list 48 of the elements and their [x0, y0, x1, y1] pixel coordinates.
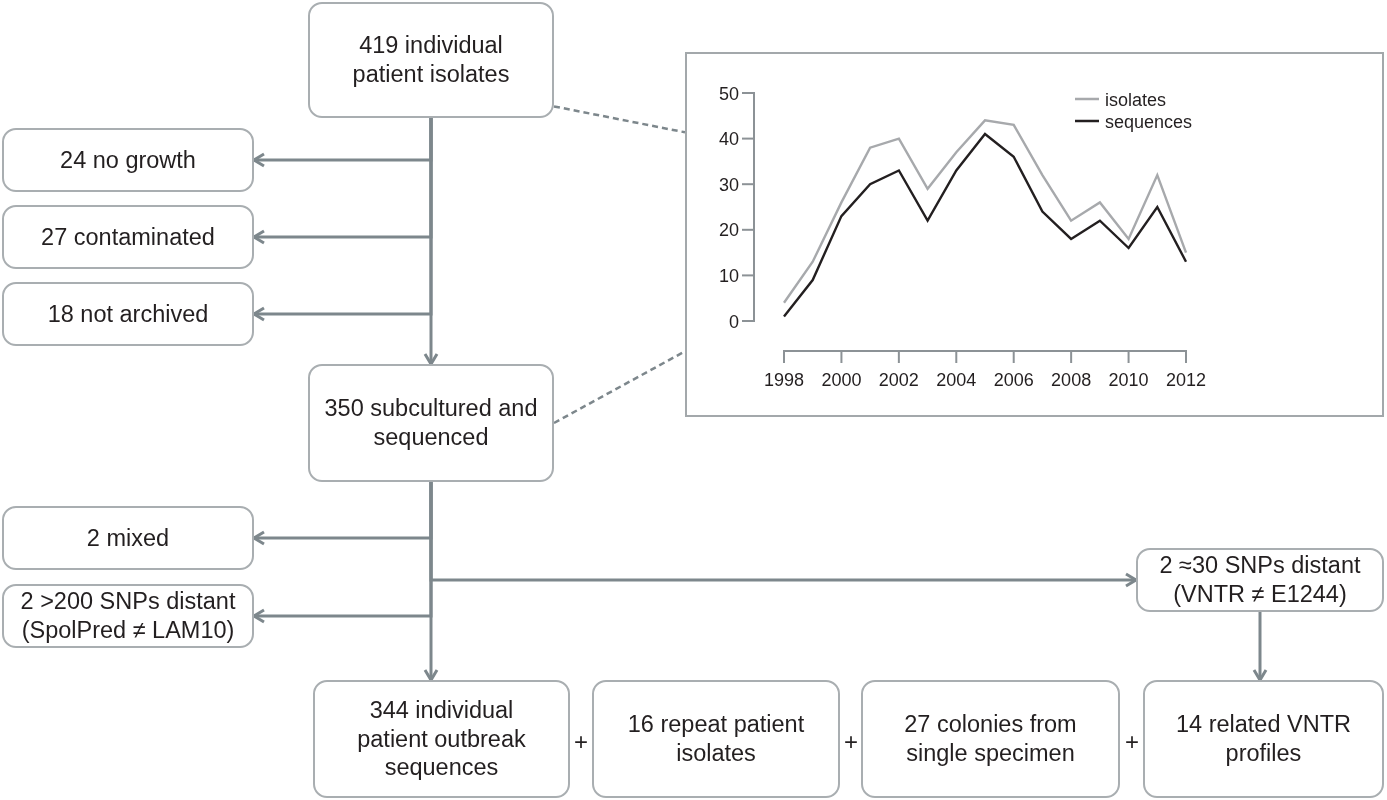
plus-sign: +	[574, 730, 588, 754]
node-label: 24 no growth	[60, 146, 196, 173]
process-box	[313, 680, 570, 798]
process-box	[2, 128, 254, 192]
process-box	[308, 364, 554, 482]
connector-line	[553, 105, 686, 134]
arrow	[423, 482, 439, 682]
axis-tick-label: 2012	[1165, 369, 1206, 390]
plus-sign: +	[1125, 730, 1139, 754]
axis-tick-label: 40	[718, 128, 739, 149]
node-label: 419 individual patient isolates	[352, 32, 510, 87]
legend-label: isolates	[1104, 89, 1166, 109]
process-box	[1136, 548, 1384, 612]
axis-tick-label: 2006	[993, 369, 1034, 390]
axis-tick-label: 50	[718, 83, 739, 103]
axis-tick-label: 10	[718, 265, 739, 286]
node-label: 2 ≈30 SNPs distant (VNTR ≠ E1244)	[1159, 552, 1361, 607]
axis-tick-label: 30	[718, 174, 739, 195]
node-label: 350 subcultured and sequenced	[324, 395, 538, 450]
axis-tick-label: 2004	[935, 369, 976, 390]
arrow	[423, 118, 439, 366]
node-label: 27 contaminated	[41, 223, 215, 250]
axis-tick-label: 1998	[763, 369, 804, 390]
node-label: 16 repeat patient isolates	[627, 711, 805, 766]
process-box	[592, 680, 840, 798]
process-box	[861, 680, 1120, 798]
node-label: 2 mixed	[86, 524, 170, 551]
node-label: 2 >200 SNPs distant (SpolPred ≠ LAM10)	[20, 588, 236, 643]
node-label: 27 colonies from single specimen	[904, 711, 1077, 766]
node-label: 344 individual patient outbreak sequences	[357, 697, 526, 781]
node-label: 14 related VNTR profiles	[1176, 711, 1351, 766]
process-box	[2, 506, 254, 570]
legend-label: sequences	[1104, 111, 1192, 131]
chart-panel	[685, 52, 1384, 417]
axis-tick-label: 2002	[878, 369, 919, 390]
axis-tick-label: 2010	[1108, 369, 1149, 390]
node-label: 18 not archived	[47, 300, 209, 327]
plus-sign: +	[844, 730, 858, 754]
process-box	[2, 282, 254, 346]
axis-tick-label: 2000	[820, 369, 861, 390]
arrow	[1252, 612, 1268, 682]
process-box	[2, 205, 254, 269]
axis-tick-label: 20	[718, 219, 739, 240]
process-box	[1143, 680, 1384, 798]
process-box	[2, 584, 254, 648]
axis-tick-label: 0	[728, 311, 739, 331]
axis-tick-label: 2008	[1050, 369, 1091, 390]
process-box	[308, 2, 554, 118]
